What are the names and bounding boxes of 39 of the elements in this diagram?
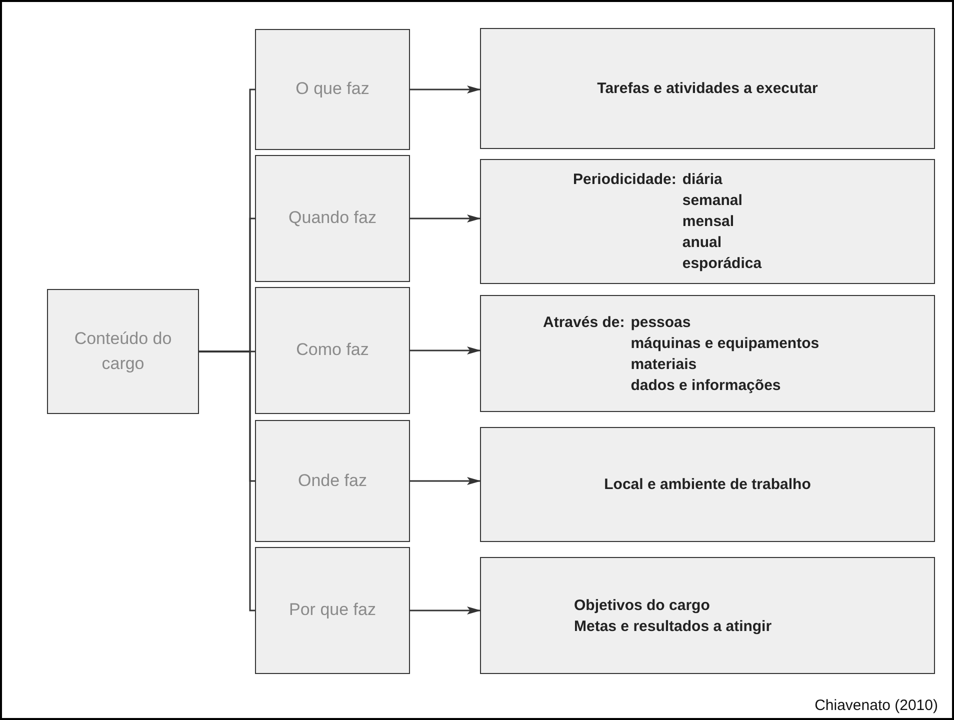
node-text: semanal bbox=[682, 191, 744, 211]
node-text: Por que faz bbox=[288, 599, 377, 622]
process-box bbox=[255, 29, 410, 150]
process-box bbox=[480, 159, 935, 284]
node-text: Periodicidade: bbox=[573, 170, 676, 190]
connector-line bbox=[199, 350, 255, 612]
node-text: máquinas e equipamentos bbox=[630, 334, 820, 354]
process-box bbox=[255, 547, 410, 674]
process-box bbox=[480, 28, 935, 149]
node-text: O que faz bbox=[294, 78, 370, 100]
node-text: dados e informações bbox=[630, 376, 782, 396]
node-text: materiais bbox=[630, 354, 698, 374]
arrow bbox=[410, 86, 481, 94]
source-caption: Chiavenato (2010) bbox=[814, 697, 938, 714]
node-text: pessoas bbox=[630, 312, 692, 332]
process-box bbox=[480, 557, 935, 674]
process-box bbox=[255, 420, 410, 542]
node-text: Tarefas e atividades a executar bbox=[597, 79, 818, 99]
node-text: Local e ambiente de trabalho bbox=[604, 475, 811, 495]
node-text: Quando faz bbox=[288, 207, 378, 230]
node-text: Conteúdo do cargo bbox=[73, 328, 173, 374]
node-text: Como faz bbox=[295, 339, 370, 362]
node-text: anual bbox=[682, 233, 723, 253]
node-text: Onde faz bbox=[297, 470, 368, 492]
node-text: Através de: bbox=[543, 312, 625, 332]
arrow bbox=[410, 606, 481, 614]
node-text: diária bbox=[682, 170, 724, 190]
process-box bbox=[480, 427, 935, 542]
arrow bbox=[410, 214, 481, 222]
arrow bbox=[410, 477, 481, 485]
node-text: esporádica bbox=[682, 254, 762, 274]
node-text: Metas e resultados a atingir bbox=[574, 616, 772, 636]
arrow bbox=[410, 346, 481, 354]
node-text: mensal bbox=[682, 212, 736, 232]
process-box bbox=[255, 155, 410, 282]
process-box bbox=[47, 289, 199, 414]
node-text: Objetivos do cargo bbox=[574, 596, 710, 616]
process-box bbox=[480, 295, 935, 412]
process-box bbox=[255, 287, 410, 414]
